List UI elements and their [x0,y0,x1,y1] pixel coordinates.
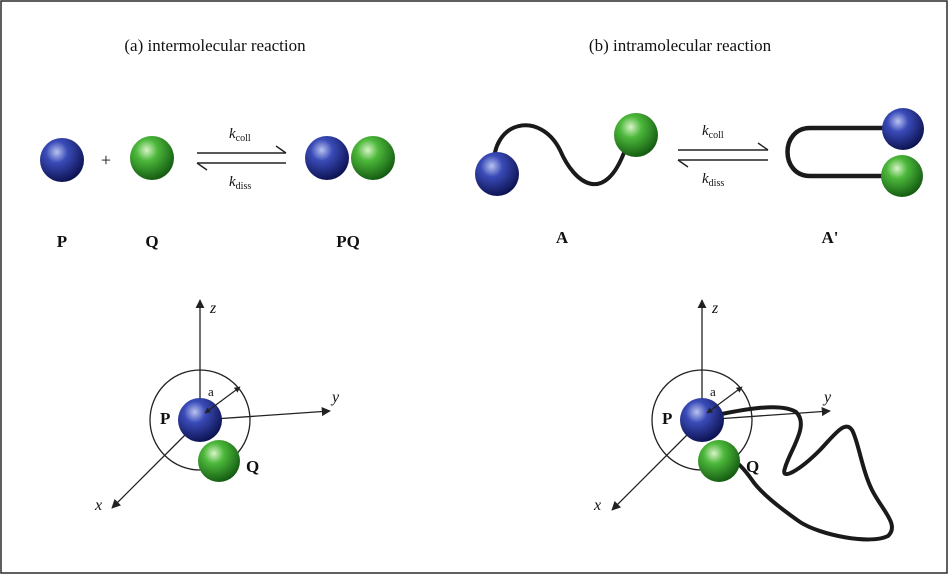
polymer-chain [710,405,894,542]
radius-arrow [204,386,241,414]
k-coll-label-b: kcoll [702,123,724,141]
panel-a: (a) intermolecular reaction + kcoll kdis… [40,36,395,251]
sphere-a-prime-green [881,155,923,197]
sphere-a-green [614,113,658,157]
sphere-pq-q [351,136,395,180]
x-axis-label: x [593,497,601,514]
label-q: Q [145,232,158,251]
coords-right: z y x a P Q [593,299,894,542]
label-q-contact: Q [246,457,259,476]
y-axis-label: y [330,389,340,406]
plus-sign: + [101,150,111,170]
sphere-pq-p [305,136,349,180]
panel-b-title: (b) intramolecular reaction [589,36,772,55]
k-diss-label-a: kdiss [229,174,251,192]
label-q-contact: Q [746,457,759,476]
label-a: A [556,228,569,247]
sphere-q-contact [698,440,740,482]
contact-sphere [149,369,251,471]
label-p-origin: P [160,409,170,428]
k-diss-label-b: kdiss [702,171,724,189]
label-a-prime: A' [822,228,839,247]
label-pq: PQ [336,232,360,251]
radius-label: a [710,384,716,399]
z-axis-label: z [711,300,719,317]
panel-a-title: (a) intermolecular reaction [124,36,306,55]
chain-a-prime [785,125,887,179]
label-p-origin: P [662,409,672,428]
k-coll-label-a: kcoll [229,126,251,144]
chain-a [491,123,634,187]
x-axis-label: x [94,497,102,514]
z-axis-label: z [209,300,217,317]
sphere-a-prime-blue [882,108,924,150]
label-p: P [57,232,67,251]
equilibrium-arrows-b [677,142,769,168]
sphere-q-contact [198,440,240,482]
sphere-q [130,136,174,180]
equilibrium-arrows-a [196,145,287,171]
sphere-p [40,138,84,182]
sphere-a-blue [475,152,519,196]
radius-arrow [706,386,743,414]
panel-b: (b) intramolecular reaction kcoll kdiss … [475,36,924,247]
coords-left: z y x a P Q [94,299,340,514]
radius-label: a [208,384,214,399]
y-axis-label: y [822,389,832,406]
